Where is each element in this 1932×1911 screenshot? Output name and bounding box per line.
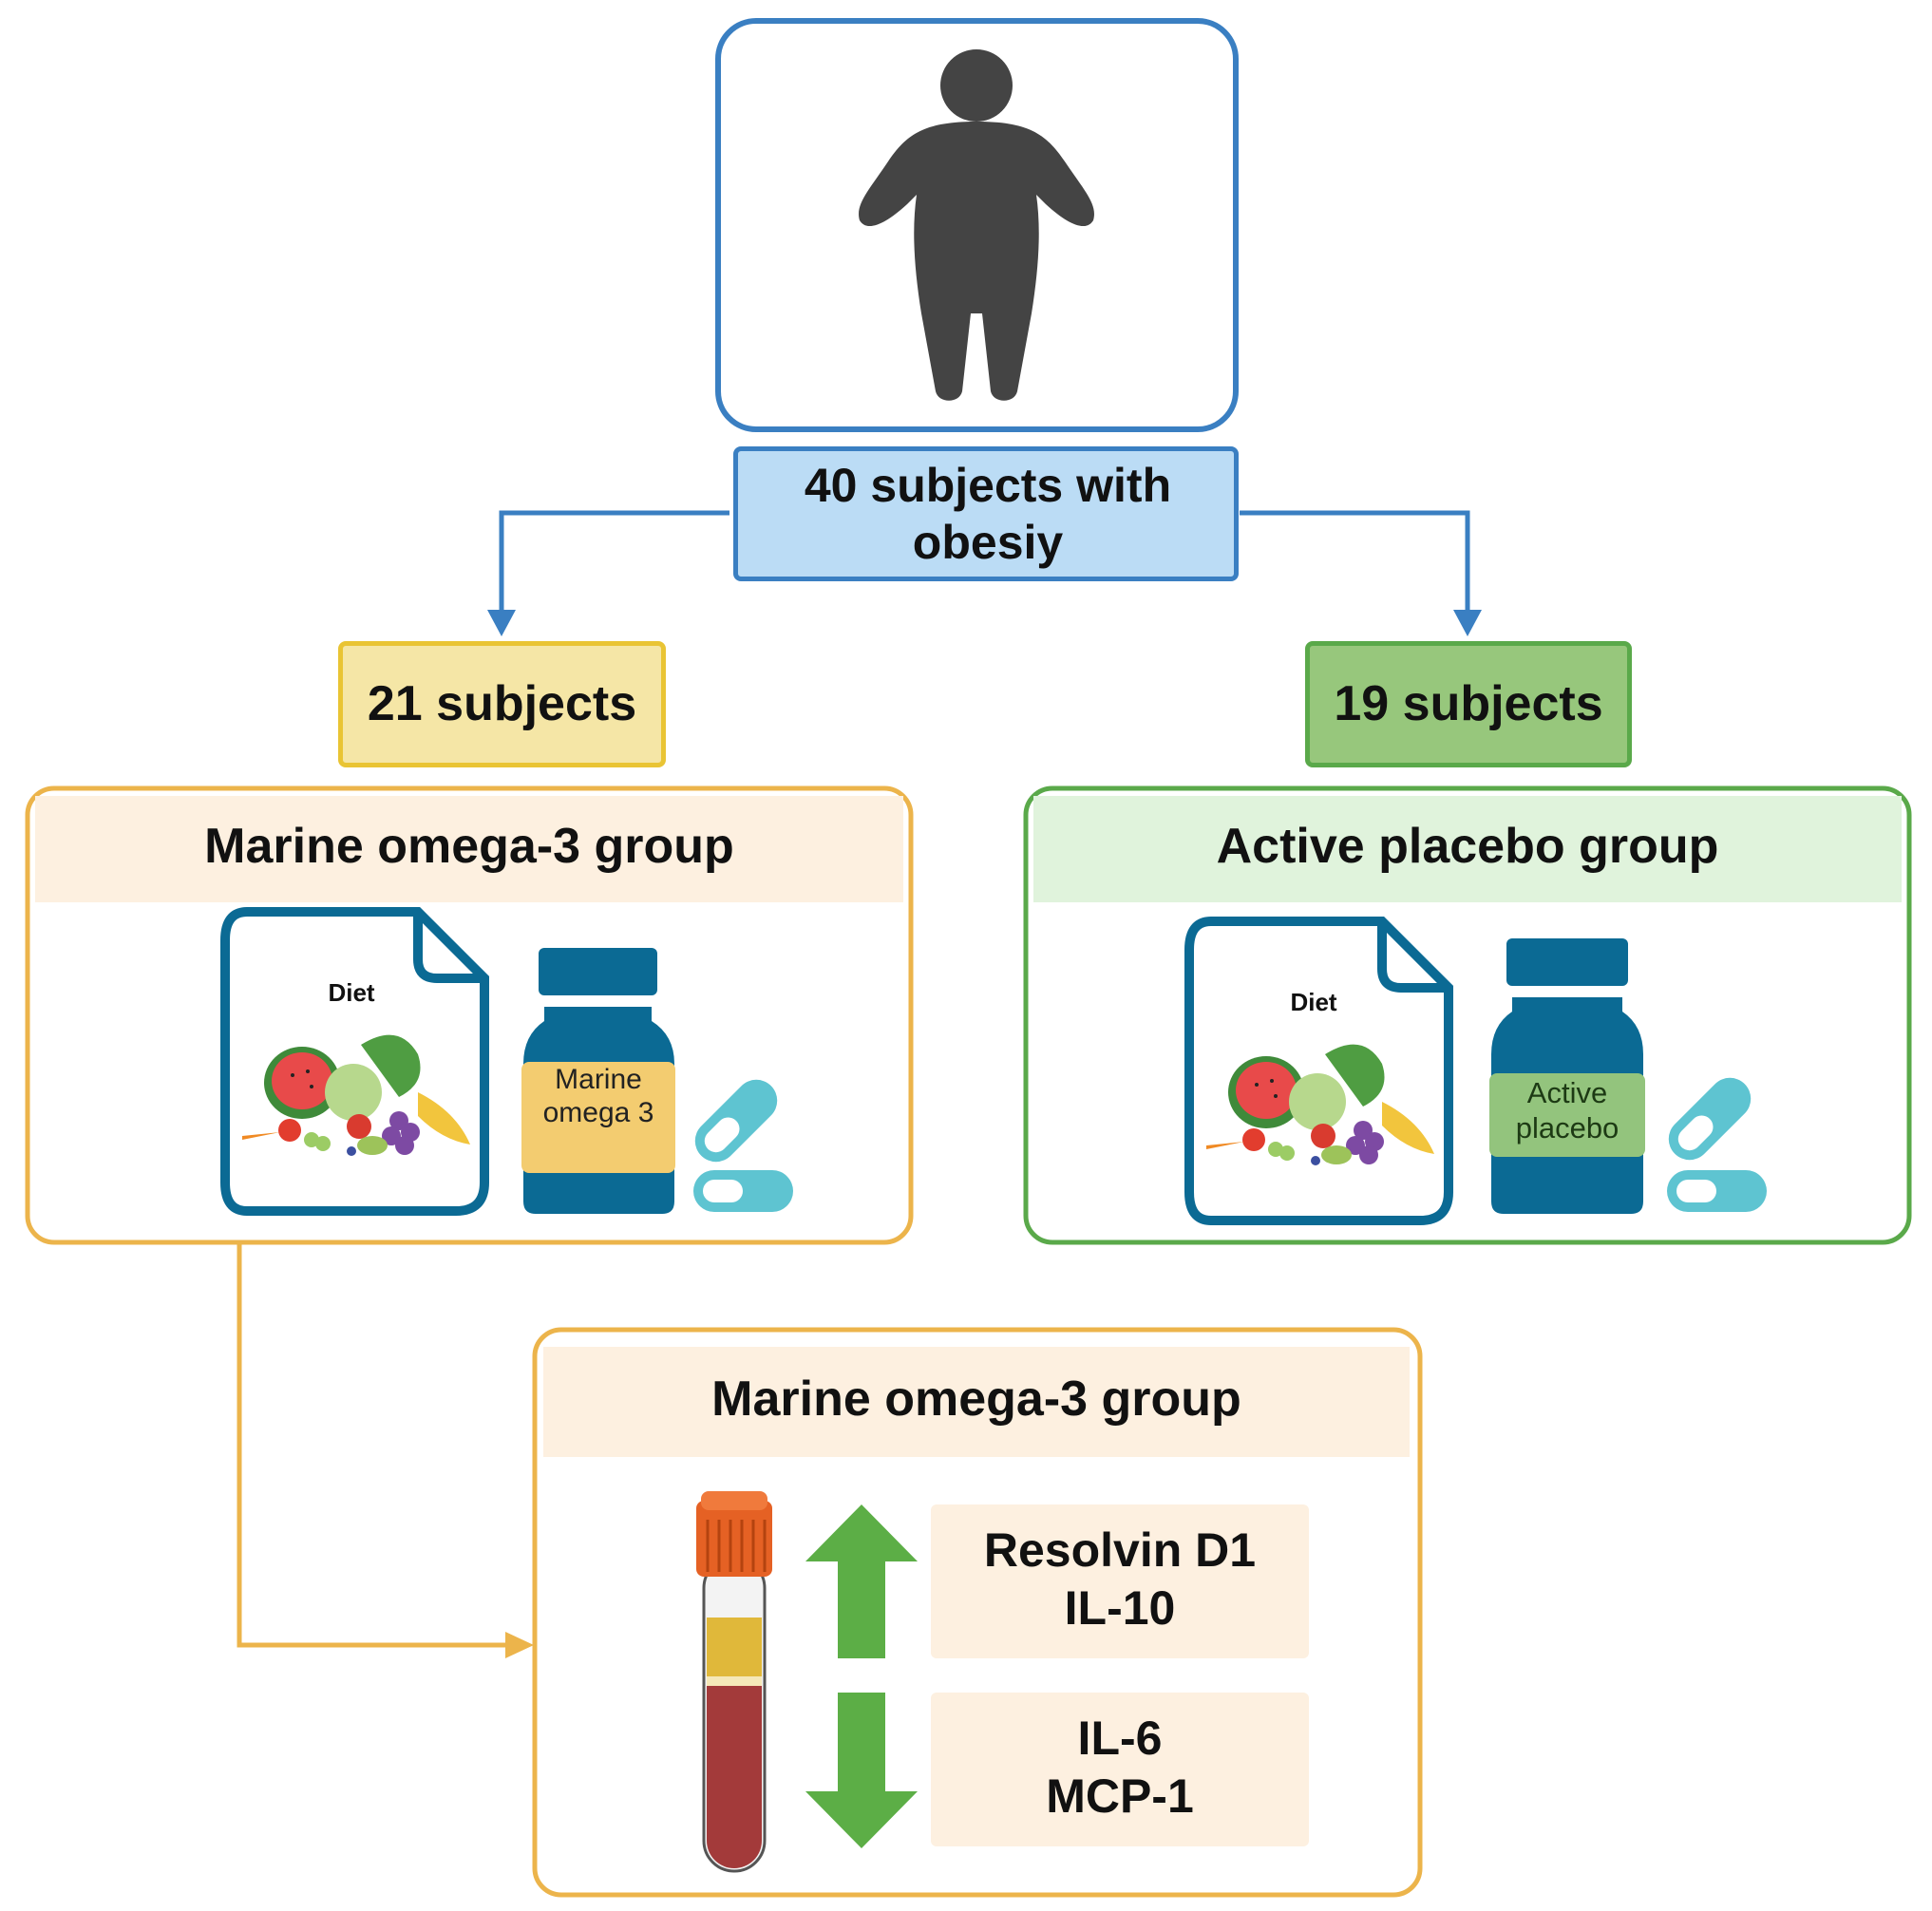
population-label: 40 subjects with obesiy [804,459,1172,569]
fruit-basket-icon-left [242,1034,470,1156]
diet-document-icon-right [1184,917,1453,1225]
up-arrow-icon [805,1504,918,1658]
diet-document-icon-left [220,907,489,1216]
outcome-connector-head [505,1632,534,1658]
up-markers-box [931,1504,1309,1658]
placebo-panel-header-bg [1033,796,1902,902]
capsules-icon-left [693,1079,793,1212]
placebo-bottle-icon [1489,938,1645,1214]
placebo-count-box [1305,641,1632,767]
omega-count-box [338,641,666,767]
down-marker-2: MCP-1 [1046,1769,1194,1823]
outcome-panel-header-bg [543,1347,1410,1457]
omega-bottle-icon [521,948,675,1214]
population-box [733,446,1239,581]
down-markers-box [931,1693,1309,1846]
up-marker-2: IL-10 [1064,1581,1176,1635]
branch-connectors [499,510,1470,617]
down-marker-1: IL-6 [1077,1712,1163,1765]
diet-label-right: Diet [1290,988,1337,1016]
arrow-right-head [1453,610,1482,636]
placebo-count-label: 19 subjects [1334,676,1603,732]
blood-tube-icon [696,1491,772,1873]
omega-panel-header-bg [35,796,903,902]
fruit-basket-icon-right [1206,1044,1434,1165]
up-marker-1: Resolvin D1 [983,1523,1257,1577]
down-arrow-icon [805,1693,918,1848]
placebo-bottle-label: Active placebo [1515,1076,1619,1145]
arrow-left-head [487,610,516,636]
omega-group-title: Marine omega-3 group [204,819,734,874]
capsules-icon-right [1667,1077,1767,1212]
omega-count-label: 21 subjects [367,676,637,732]
outcome-connector [237,1242,513,1648]
diet-label-left: Diet [328,978,375,1007]
outcome-group-title: Marine omega-3 group [711,1372,1241,1427]
omega-bottle-label: Marine omega 3 [542,1064,654,1128]
placebo-group-title: Active placebo group [1216,819,1719,874]
person-icon [859,49,1094,401]
